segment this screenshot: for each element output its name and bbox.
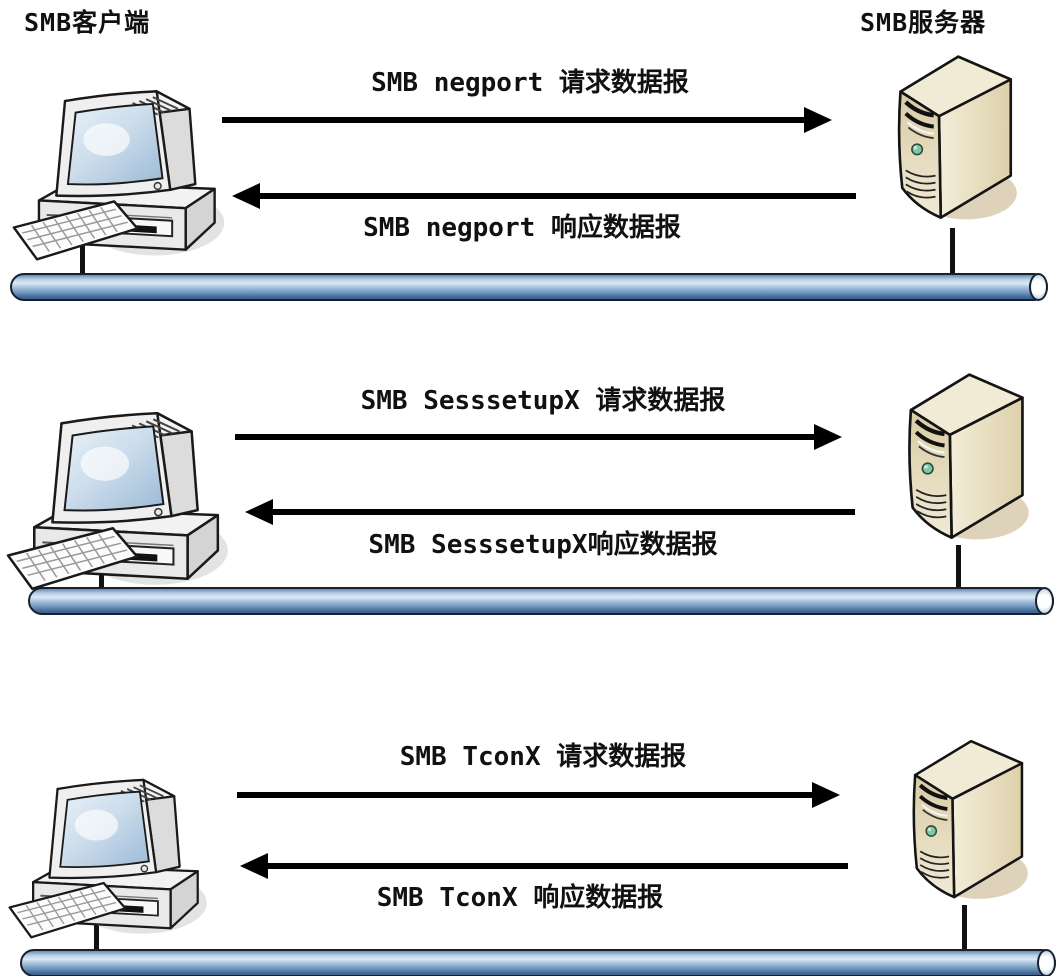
arrow-shaft — [222, 117, 806, 123]
arrow-shaft — [271, 509, 855, 515]
network-bus-pipe — [20, 949, 1056, 976]
arrow-shaft — [237, 792, 814, 798]
tower-server-icon — [893, 364, 1035, 550]
server-node-label: SMB服务器 — [860, 8, 987, 37]
desktop-computer-icon — [4, 391, 236, 603]
pipe-end-cap — [1035, 587, 1054, 615]
server-bus-connector — [962, 905, 967, 955]
network-bus-pipe — [10, 273, 1048, 301]
arrow-shaft — [266, 863, 848, 869]
pipe-end-cap — [1029, 273, 1048, 301]
request-arrow — [235, 424, 842, 450]
client-bus-connector — [94, 912, 99, 954]
arrow-shaft — [235, 434, 816, 440]
response-message-label: SMB SesssetupX响应数据报 — [368, 530, 718, 560]
pipe-end-cap — [1037, 949, 1056, 976]
client-node-label: SMB客户端 — [24, 8, 151, 37]
request-message-label: SMB TconX 请求数据报 — [399, 742, 687, 772]
arrow-head-icon — [812, 782, 840, 808]
request-message-label: SMB negport 请求数据报 — [371, 68, 689, 98]
client-bus-connector — [80, 242, 85, 278]
tower-server-icon — [883, 46, 1023, 230]
desktop-computer-icon — [6, 760, 214, 950]
request-arrow — [237, 782, 840, 808]
response-arrow — [245, 499, 855, 525]
network-bus-pipe — [28, 587, 1054, 615]
request-message-label: SMB SesssetupX 请求数据报 — [360, 386, 726, 416]
response-message-label: SMB negport 响应数据报 — [363, 213, 681, 243]
arrow-head-icon — [245, 499, 273, 525]
arrow-shaft — [258, 193, 856, 199]
response-message-label: SMB TconX 响应数据报 — [376, 883, 664, 913]
arrow-head-icon — [804, 107, 832, 133]
desktop-computer-icon — [10, 70, 232, 273]
tower-server-icon — [898, 731, 1034, 909]
response-arrow — [232, 183, 856, 209]
server-bus-connector — [950, 228, 955, 278]
server-bus-connector — [956, 545, 961, 593]
arrow-head-icon — [814, 424, 842, 450]
arrow-head-icon — [240, 853, 268, 879]
request-arrow — [222, 107, 832, 133]
response-arrow — [240, 853, 848, 879]
arrow-head-icon — [232, 183, 260, 209]
